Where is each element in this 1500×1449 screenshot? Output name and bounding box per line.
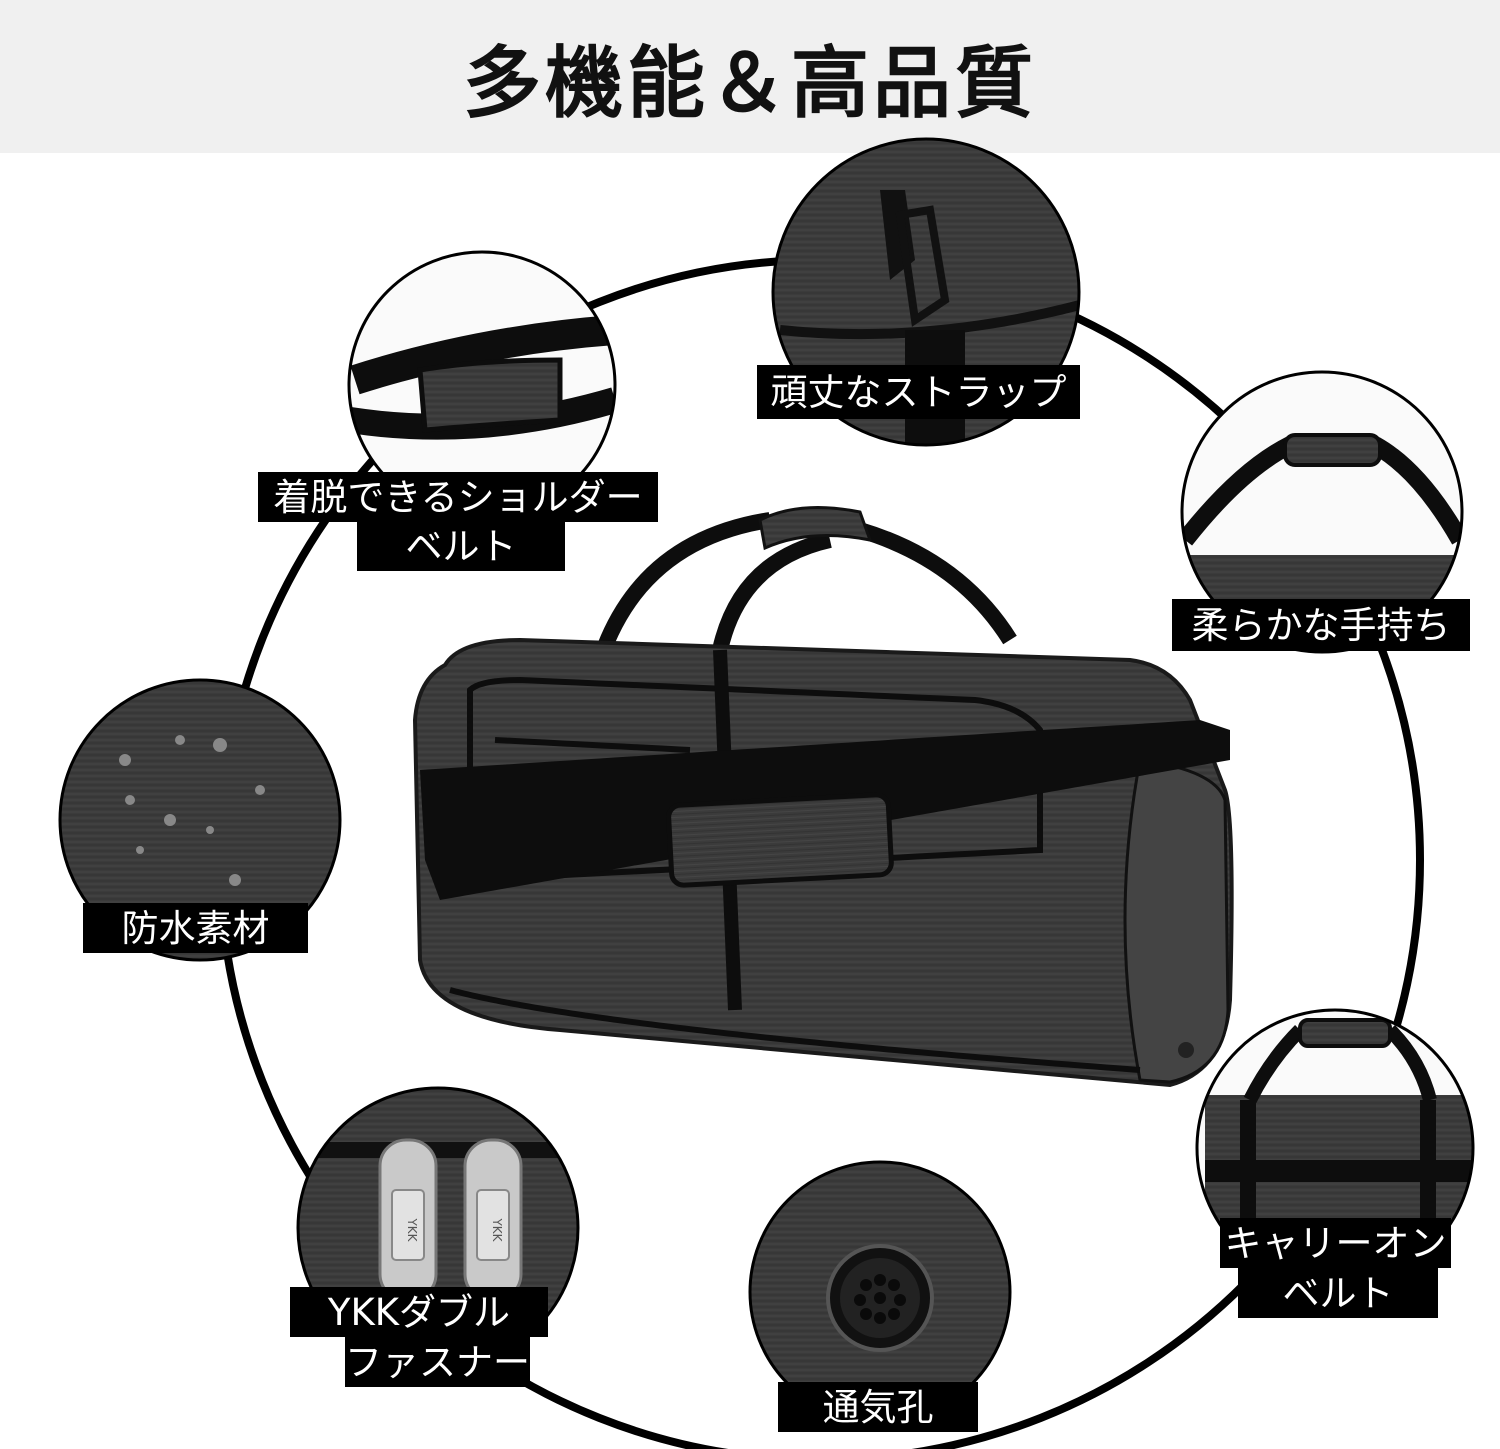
svg-text:YKK: YKK (490, 1217, 504, 1242)
vent-detail-photo (748, 1160, 1012, 1424)
header-banner: 多機能＆高品質 (0, 0, 1500, 153)
label-strap: 頑丈なストラップ (757, 365, 1080, 419)
duffel-bag (412, 506, 1234, 1088)
label-shoulder-line2: ベルト (357, 521, 565, 571)
label-waterproof: 防水素材 (83, 903, 308, 953)
page-title: 多機能＆高品質 (462, 38, 1037, 129)
label-zipper-line1: YKKダブル (290, 1287, 548, 1337)
label-carry-on-line1: キャリーオン (1220, 1218, 1451, 1268)
waterproof-detail-photo (58, 678, 342, 962)
label-handle: 柔らかな手持ち (1172, 599, 1470, 651)
label-zipper-line2: ファスナー (345, 1337, 530, 1387)
carry-on-belt-detail-photo (1195, 1008, 1475, 1288)
zipper-brand-mark: YKK (405, 1217, 419, 1242)
label-shoulder-line1: 着脱できるショルダー (258, 472, 658, 522)
label-carry-on-line2: ベルト (1238, 1268, 1438, 1318)
label-vent: 通気孔 (778, 1382, 978, 1432)
